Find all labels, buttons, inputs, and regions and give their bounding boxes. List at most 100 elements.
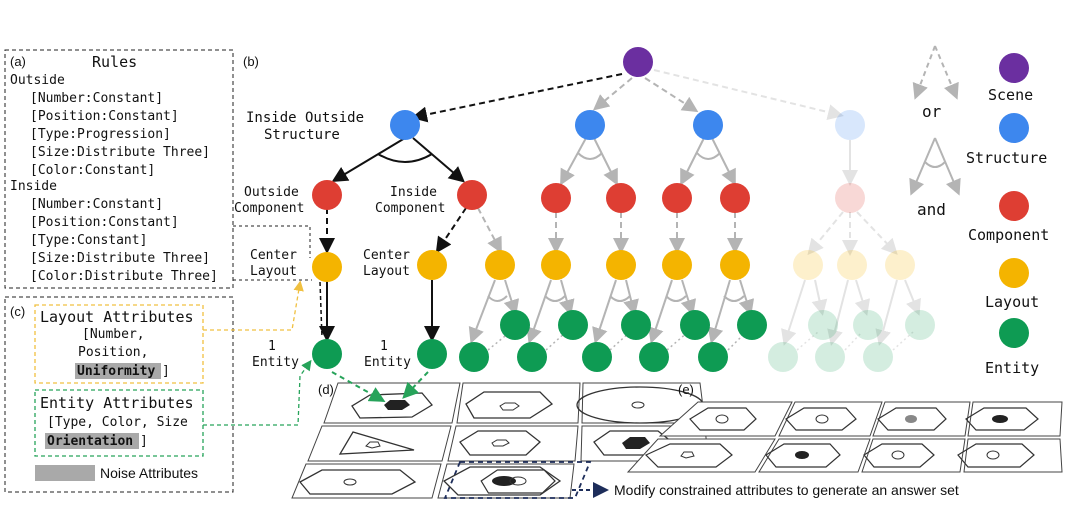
legend-structure-swatch xyxy=(999,113,1029,143)
inside-heading: Inside xyxy=(10,179,57,194)
noise-legend-label: Noise Attributes xyxy=(100,465,198,481)
panel-e-tag: (e) xyxy=(678,382,694,397)
panel-a-tag: (a) xyxy=(10,54,26,69)
noise-highlight xyxy=(75,363,161,379)
tree-nodes xyxy=(312,47,935,372)
scene-node xyxy=(623,47,653,77)
inside-shape xyxy=(631,401,645,409)
layout-node xyxy=(541,250,571,280)
entity-node xyxy=(582,342,612,372)
layout-attributes-title: Layout Attributes xyxy=(40,308,194,326)
legend-scene-swatch xyxy=(999,53,1029,83)
inside-shape xyxy=(795,451,809,459)
inside-shape xyxy=(509,476,527,486)
layout-node xyxy=(720,250,750,280)
inside-shape xyxy=(815,414,829,424)
entity-node-faded xyxy=(863,342,893,372)
outside-shape xyxy=(459,430,541,456)
structure-edges xyxy=(331,137,858,186)
legend-component-swatch xyxy=(999,191,1029,221)
entity-to-matrix-arrows xyxy=(331,371,429,402)
structure-label: Inside Outside xyxy=(246,110,364,126)
entity-node xyxy=(621,310,651,340)
answer-panel xyxy=(778,401,883,437)
component-node xyxy=(457,180,487,210)
legend-layout-swatch xyxy=(999,258,1029,288)
layout-node-faded xyxy=(793,250,823,280)
rules-connectors xyxy=(233,225,312,281)
outside-shape xyxy=(877,407,947,431)
legend-structure-label: Structure xyxy=(966,149,1047,167)
layout-edges xyxy=(319,279,921,346)
inside-shape xyxy=(343,478,357,486)
layout-label-right: Center xyxy=(363,248,410,263)
layout-close-bracket: ] xyxy=(162,364,170,379)
structure-node xyxy=(390,110,420,140)
component-node xyxy=(606,183,636,213)
or-symbol xyxy=(912,45,959,100)
inside-shape xyxy=(499,402,520,411)
outside-shape xyxy=(298,469,417,495)
legend-entity-swatch xyxy=(999,318,1029,348)
component-node xyxy=(662,183,692,213)
entity-label-left: Entity xyxy=(252,355,299,370)
entity-attribute-items: [Type, Color, Size xyxy=(47,415,188,430)
layout-node xyxy=(485,250,515,280)
layout-node-faded xyxy=(837,250,867,280)
component-node xyxy=(720,183,750,213)
structure-node xyxy=(693,110,723,140)
attributes-panel: (c) Layout Attributes [Number, Position,… xyxy=(4,296,234,493)
outside-rule: [Position:Constant] xyxy=(30,109,179,124)
entity-node xyxy=(312,339,342,369)
outside-shape xyxy=(785,407,857,431)
entity-node-faded xyxy=(768,342,798,372)
outside-rule: [Type:Progression] xyxy=(30,127,171,142)
entity-node xyxy=(500,310,530,340)
outside-shape xyxy=(765,443,841,468)
entity-node-faded xyxy=(815,342,845,372)
inside-shape xyxy=(680,451,695,459)
entity-close-bracket: ] xyxy=(140,434,148,449)
outside-heading: Outside xyxy=(10,73,65,88)
inside-shape xyxy=(491,439,510,447)
rules-panel: (a) Rules Outside [Number:Constant] [Pos… xyxy=(4,49,234,289)
outside-shape xyxy=(957,443,1035,468)
layout-node xyxy=(662,250,692,280)
or-label: or xyxy=(922,102,942,121)
outside-shape xyxy=(338,431,415,455)
legend-entity-label: Entity xyxy=(985,359,1039,377)
entity-node xyxy=(680,310,710,340)
matrix-panel xyxy=(447,425,579,462)
inside-shape xyxy=(715,414,729,424)
answer-panel xyxy=(967,401,1063,437)
structure-label: Structure xyxy=(264,127,340,143)
entity-node-faded xyxy=(905,310,935,340)
layout-noise-attribute: Uniformity xyxy=(77,364,155,379)
entity-node-faded xyxy=(853,310,883,340)
outside-shape xyxy=(863,443,935,468)
entity-node-faded xyxy=(808,310,838,340)
layout-attribute-item: Position, xyxy=(78,345,148,360)
entity-label-right: Entity xyxy=(364,355,411,370)
panel-b-tag: (b) xyxy=(243,54,259,69)
entity-node xyxy=(417,339,447,369)
answer-panel xyxy=(872,401,971,437)
layout-label-left: Center xyxy=(250,248,297,263)
answer-set xyxy=(626,401,1063,473)
answer-panel xyxy=(861,438,966,473)
outside-rule: [Color:Constant] xyxy=(30,163,155,178)
layout-attributes-box xyxy=(34,304,204,384)
entity-node xyxy=(639,342,669,372)
structure-node xyxy=(575,110,605,140)
entity-node xyxy=(459,342,489,372)
layout-node-faded xyxy=(885,250,915,280)
tree-labels: Inside Outside Structure Outside Compone… xyxy=(234,110,445,370)
inside-rule: [Color:Distribute Three] xyxy=(30,269,218,284)
entity-label-left: 1 xyxy=(268,339,276,354)
answer-panel xyxy=(963,438,1063,473)
inside-shape xyxy=(492,476,516,486)
rules-title: Rules xyxy=(92,53,137,71)
layout-label-left: Layout xyxy=(250,264,297,279)
noise-legend-swatch xyxy=(35,465,95,481)
